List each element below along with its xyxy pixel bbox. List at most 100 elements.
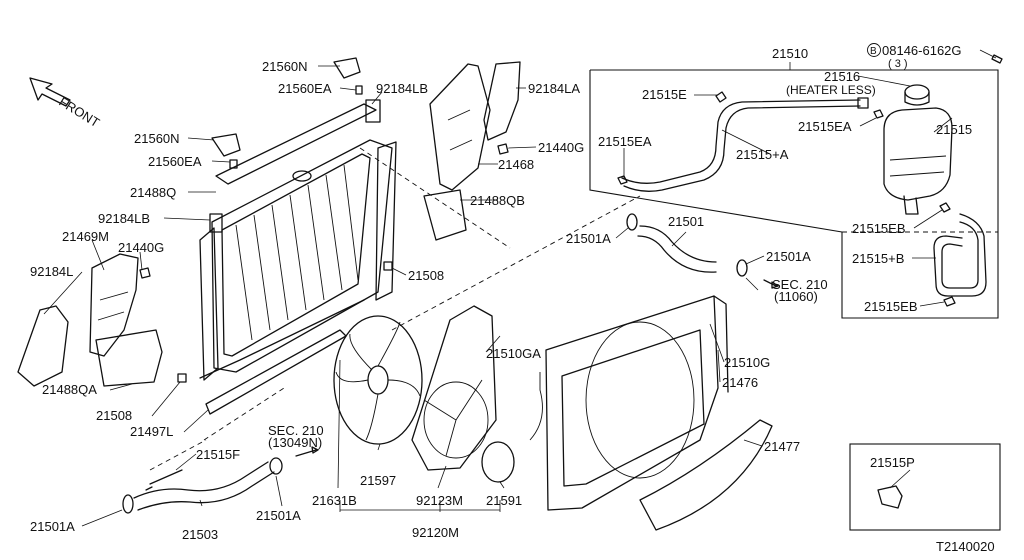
label-21515-plus-b: 21515+B [852,251,904,266]
label-21515ea-right: 21515EA [798,119,852,134]
fan-shroud [545,295,729,511]
fan-motor-21591 [481,441,515,483]
air-guide-left [17,253,163,387]
bracket-21560n-upper [333,57,361,79]
label-21440g-left: 21440G [118,240,164,255]
front-arrow: FRONT [29,77,102,130]
label-21510: 21510 [772,46,808,61]
label-92184lb-upper: 92184LB [376,81,428,96]
motor-harness [529,372,543,441]
inset-box [849,443,1001,531]
label-sec210-13049n-line2: (13049N) [268,435,322,450]
radiator-side-tank [199,227,219,381]
sec-arrow-11060 [763,279,777,287]
clamp-icon [715,91,727,103]
label-21488qb: 21488QB [470,193,525,208]
bolt-21508-left [177,373,187,383]
label-sec210-11060-line1: SEC. 210 [772,277,828,292]
label-21501a-lower-left: 21501A [30,519,75,534]
label-21515-plus-a: 21515+A [736,147,789,162]
label-92184lb-lower: 92184LB [98,211,150,226]
label-21440g-right: 21440G [538,140,584,155]
bolt-21508-right [383,261,393,271]
label-92120m: 92120M [412,525,459,540]
bolt-note: B 08146-6162G ( 3 ) [867,43,1003,70]
label-sec210-11060-line2: (11060) [774,289,818,304]
clamp-21501a-upper [626,213,638,231]
label-92184la: 92184LA [528,81,580,96]
label-21503: 21503 [182,527,218,542]
label-21476: 21476 [722,375,758,390]
bolt-icon [991,54,1003,64]
lower-shroud-21477 [639,419,773,531]
label-21508-left: 21508 [96,408,132,423]
clamp-21501a-right [269,457,283,475]
radiator [199,139,397,381]
label-21510ga: 21510GA [486,346,541,361]
clamp-21501a-lower [736,259,748,277]
label-21515: 21515 [936,122,972,137]
clamp-icon [617,175,628,185]
clip-21560ea-lower [229,159,238,169]
radiator-cap-neck [292,170,312,182]
clamp-icon [939,202,951,213]
inset-clip-21515p [877,485,903,509]
reservoir-tank [883,84,956,307]
label-21560ea-upper: 21560EA [278,81,332,96]
label-21560n-upper: 21560N [262,59,308,74]
label-21515f: 21515F [196,447,240,462]
label-21515ea-left: 21515EA [598,134,652,149]
label-21501a-upper-left: 21501A [566,231,611,246]
label-21501a-upper-right: 21501A [766,249,811,264]
bolt-symbol-circle [867,43,881,57]
bolt-21440g-left [139,267,151,279]
hose-21515f [145,469,183,491]
label-21510g: 21510G [724,355,770,370]
seal-92184lb-lower [209,213,223,233]
label-21468: 21468 [498,157,534,172]
air-guide-right [423,61,521,241]
part-labels: 21560N 21560EA 92184LB 92184LA 21440G 21… [30,46,995,554]
clamp-icon [873,109,884,119]
clamp-21501a-left [122,494,134,514]
label-21515e: 21515E [642,87,687,102]
reservoir-group-box [589,62,999,319]
label-21631b: 21631B [312,493,357,508]
clamp-icon [943,296,956,307]
hose-21515-b [933,213,987,297]
label-92123m: 92123M [416,493,463,508]
label-21591: 21591 [486,493,522,508]
bolt-part-number: 08146-6162G [882,43,962,58]
hose-21515-a [621,99,861,184]
label-heater-less: (HEATER LESS) [786,83,876,97]
fan-frame-92123m [411,305,497,471]
front-arrow-icon [29,77,71,107]
label-21501: 21501 [668,214,704,229]
label-21497l: 21497L [130,424,173,439]
hose-21501 [639,225,717,263]
label-21508-right: 21508 [408,268,444,283]
label-21501a-lower-right: 21501A [256,508,301,523]
bracket-21560n-lower [211,133,241,157]
clip-21560ea-upper [355,85,363,95]
label-21488q: 21488Q [130,185,176,200]
label-21516: 21516 [824,69,860,84]
label-92184l: 92184L [30,264,73,279]
label-21515eb-lower: 21515EB [864,299,918,314]
label-21488qa: 21488QA [42,382,97,397]
label-21469m: 21469M [62,229,109,244]
bolt-21440g [497,143,509,155]
hose-21515-a-outer [623,105,861,192]
label-21597: 21597 [360,473,396,488]
label-21560n-lower: 21560N [134,131,180,146]
label-21477: 21477 [764,439,800,454]
hose-21503 [133,461,269,499]
leader-lines [43,65,953,527]
diagram-id: T2140020 [936,539,995,554]
bolt-quantity: ( 3 ) [888,58,908,70]
bolt-symbol: B [870,46,877,57]
label-sec210-13049n-line1: SEC. 210 [268,423,324,438]
label-21515eb-upper: 21515EB [852,221,906,236]
cooling-fan [333,315,423,445]
